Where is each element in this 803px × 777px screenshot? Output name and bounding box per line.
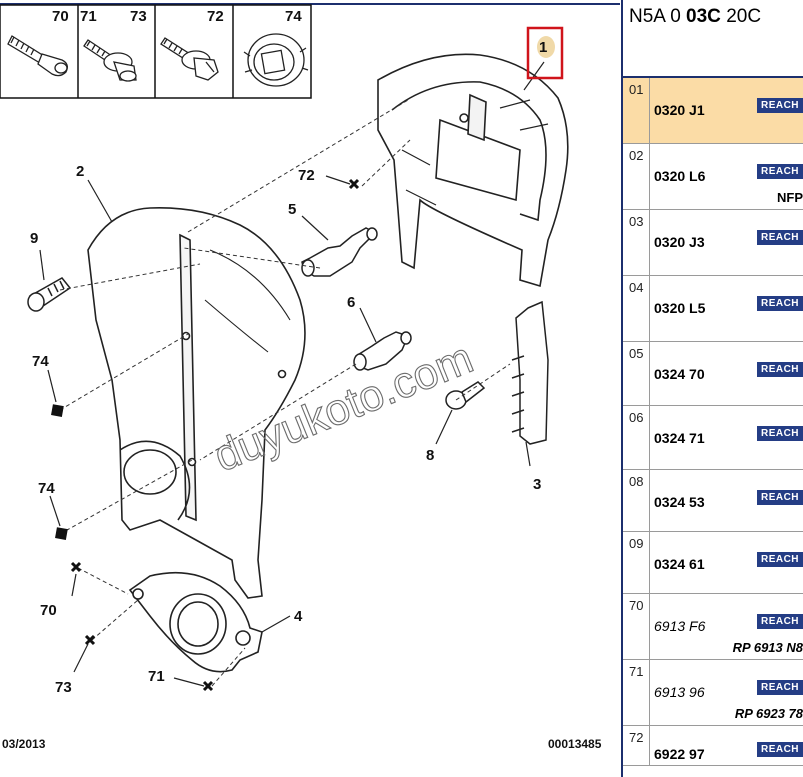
callout-5: 5 bbox=[288, 201, 296, 218]
washer-bolt-icon bbox=[160, 37, 219, 81]
catalog-title-prefix: N5A 0 bbox=[629, 6, 681, 27]
part-3-bracket bbox=[511, 300, 549, 445]
part-row-number: 01 bbox=[623, 78, 650, 143]
part-row-number: 08 bbox=[623, 470, 650, 531]
reach-badge[interactable]: REACH bbox=[757, 164, 803, 179]
part-note: RP 6923 78 bbox=[734, 706, 803, 721]
reach-badge[interactable]: REACH bbox=[757, 362, 803, 377]
part-code[interactable]: 0324 71 bbox=[654, 430, 705, 446]
callout-74-lower: 74 bbox=[38, 480, 55, 497]
catalog-title: N5A 0 03C 20C bbox=[629, 6, 761, 28]
part-row-number: 72 bbox=[623, 726, 650, 765]
part-row-number: 70 bbox=[623, 594, 650, 659]
part-code[interactable]: 0320 L6 bbox=[654, 168, 706, 184]
reach-badge[interactable]: REACH bbox=[757, 742, 803, 757]
part-row-number: 05 bbox=[623, 342, 650, 405]
part-2-lower-cover bbox=[87, 207, 306, 599]
part-note: NFP bbox=[777, 190, 803, 205]
reach-badge[interactable]: REACH bbox=[757, 296, 803, 311]
legend-label-71: 71 bbox=[80, 8, 97, 25]
part-code[interactable]: 6913 96 bbox=[654, 684, 705, 700]
legend-label-74: 74 bbox=[285, 8, 302, 25]
callout-2: 2 bbox=[76, 163, 84, 180]
reach-badge[interactable]: REACH bbox=[757, 426, 803, 441]
reach-badge[interactable]: REACH bbox=[757, 98, 803, 113]
leader-dashes bbox=[59, 99, 511, 687]
catalog-title-bold: 03C bbox=[686, 6, 721, 27]
legend-label-73: 73 bbox=[130, 8, 147, 25]
part-4-lower-plate bbox=[128, 571, 263, 673]
catalog-title-suffix: 20C bbox=[726, 6, 762, 27]
part-1-upper-cover bbox=[377, 53, 569, 288]
part-code[interactable]: 0320 J1 bbox=[654, 102, 705, 118]
callout-74-upper: 74 bbox=[32, 353, 49, 370]
part-code[interactable]: 0320 L5 bbox=[654, 300, 706, 316]
part-6-spacer bbox=[353, 331, 412, 371]
reach-badge[interactable]: REACH bbox=[757, 552, 803, 567]
callout-73: 73 bbox=[55, 679, 72, 696]
part-row-number: 71 bbox=[623, 660, 650, 725]
callout-70: 70 bbox=[40, 602, 57, 619]
flanged-bolt-icon bbox=[83, 39, 137, 82]
callout-71: 71 bbox=[148, 668, 165, 685]
fastener-markers bbox=[51, 178, 360, 692]
part-code[interactable]: 6913 F6 bbox=[654, 618, 706, 634]
footer-id: 00013485 bbox=[548, 737, 602, 751]
callout-leaders bbox=[39, 61, 545, 687]
part-code[interactable]: 0324 61 bbox=[654, 556, 705, 572]
callout-3: 3 bbox=[533, 476, 541, 493]
reach-badge[interactable]: REACH bbox=[757, 490, 803, 505]
callout-72: 72 bbox=[298, 167, 315, 184]
diagram-svg: 70 71 73 72 74 bbox=[0, 3, 620, 751]
callout-9: 9 bbox=[30, 230, 38, 247]
part-note: RP 6913 N8 bbox=[732, 640, 803, 655]
callout-1: 1 bbox=[539, 39, 547, 56]
part-5-spacer bbox=[301, 227, 378, 277]
reach-badge[interactable]: REACH bbox=[757, 230, 803, 245]
callout-4: 4 bbox=[294, 608, 303, 625]
grommet-icon bbox=[243, 33, 309, 87]
part-code[interactable]: 0324 53 bbox=[654, 494, 705, 510]
part-code[interactable]: 0320 J3 bbox=[654, 234, 705, 250]
fastener-legend: 70 71 73 72 74 bbox=[0, 4, 312, 99]
part-code[interactable]: 6922 97 bbox=[654, 746, 705, 762]
callout-highlight-box bbox=[526, 26, 564, 80]
callout-8: 8 bbox=[426, 447, 434, 464]
part-9-screw bbox=[27, 277, 72, 312]
part-row-number: 06 bbox=[623, 406, 650, 469]
legend-label-72: 72 bbox=[207, 8, 224, 25]
exploded-diagram: 70 71 73 72 74 bbox=[0, 3, 620, 751]
bolt-icon bbox=[7, 35, 68, 77]
part-row-number: 02 bbox=[623, 144, 650, 209]
reach-badge[interactable]: REACH bbox=[757, 614, 803, 629]
part-code[interactable]: 0324 70 bbox=[654, 366, 705, 382]
legend-label-70: 70 bbox=[52, 8, 69, 25]
part-row-number: 04 bbox=[623, 276, 650, 341]
callout-6: 6 bbox=[347, 294, 355, 311]
reach-badge[interactable]: REACH bbox=[757, 680, 803, 695]
footer-date: 03/2013 bbox=[2, 737, 46, 751]
part-row-number: 09 bbox=[623, 532, 650, 593]
part-row-number: 03 bbox=[623, 210, 650, 275]
